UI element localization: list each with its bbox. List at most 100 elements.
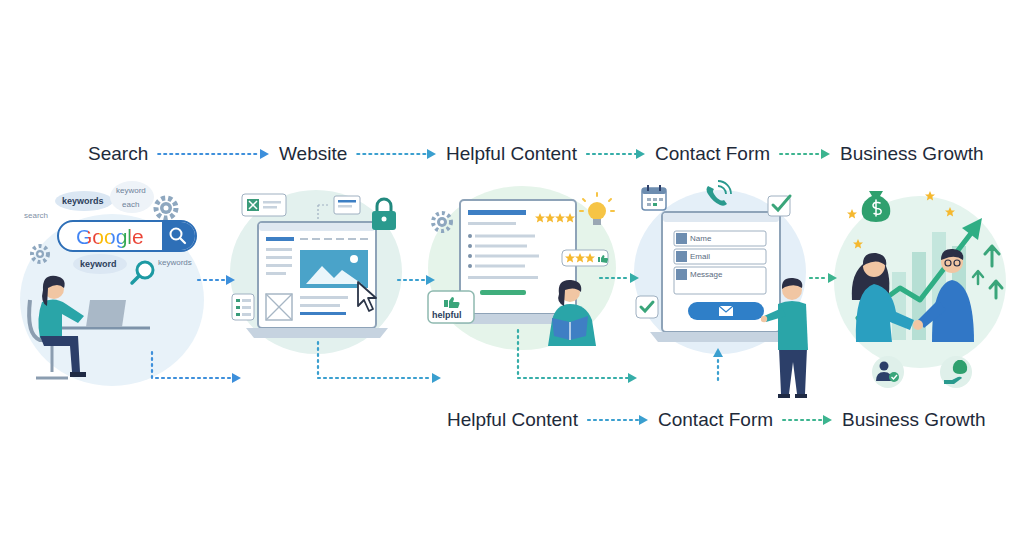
content-scene-part: [475, 235, 535, 238]
guide-heads-part: [713, 348, 723, 357]
content-scene-part: [468, 234, 472, 238]
picture-label: Message: [690, 270, 722, 279]
flow-step: Business Growth: [838, 407, 990, 433]
form-scene-part: [773, 196, 790, 210]
form-scene-part: [676, 269, 687, 280]
search-scene-part: [73, 254, 127, 274]
content-scene-part: [440, 220, 444, 224]
flow-step: Website: [275, 141, 351, 167]
content-scene-part: [428, 291, 474, 323]
content-scene-part: [428, 186, 616, 350]
form-scene-part: [718, 181, 731, 194]
content-scene-part: [437, 217, 447, 227]
website-scene-part: [338, 200, 356, 203]
arrow-head: [823, 415, 832, 425]
growth-scene-part: [954, 260, 960, 266]
content-scene-part: [433, 213, 451, 231]
search-scene-part: [70, 372, 86, 377]
content-scene-part: [475, 265, 525, 268]
content-scene-part: [468, 244, 472, 248]
form-scene-part: [650, 332, 792, 342]
step-label: Website: [279, 143, 347, 165]
website-scene-part: [246, 328, 388, 338]
logo-word: Google: [76, 225, 144, 249]
search-scene-part: [58, 221, 196, 251]
search-scene-part: [51, 342, 54, 372]
website-scene-part: [230, 190, 402, 354]
arrow-head: [639, 415, 648, 425]
form-scene: [634, 181, 808, 398]
content-scene-part: [475, 255, 539, 258]
content-scene-part: [468, 222, 516, 225]
website-scene-part: [242, 194, 286, 216]
search-scene-part: [36, 377, 68, 380]
website-scene-part: [300, 238, 368, 240]
form-scene-part: [719, 306, 733, 312]
picture-label: keywords: [62, 196, 104, 206]
search-scene-part: [86, 300, 126, 327]
content-scene-part: [468, 210, 526, 215]
form-scene-part: [659, 198, 663, 201]
growth-scene-part: [853, 239, 863, 249]
growth-scene-part: [945, 260, 951, 266]
website-scene-part: [236, 313, 240, 316]
flow-arrow: [158, 149, 269, 159]
website-scene-part: [263, 206, 277, 209]
content-scene-part: [575, 253, 585, 263]
form-scene-part: [641, 302, 653, 311]
website-scene-part: [242, 299, 251, 302]
website-scene: [230, 190, 402, 354]
form-scene-part: [662, 212, 780, 332]
form-scene-part: [761, 316, 767, 322]
flow-step: Contact Form: [651, 141, 774, 167]
form-scene-part: [764, 308, 786, 322]
growth-scene-part: [834, 196, 1006, 368]
form-scene-part: [653, 198, 657, 201]
website-scene-part: [266, 237, 294, 241]
picture-label: search: [24, 211, 48, 220]
picture-label: keywords: [158, 258, 192, 267]
arrow-head: [260, 149, 269, 159]
picture-label: keyword: [116, 186, 146, 195]
website-scene-part: [242, 313, 251, 316]
website-scene-part: [377, 199, 391, 212]
content-scene-part: [475, 245, 527, 248]
flow-arrow: [357, 149, 436, 159]
growth-scene-part: [856, 284, 914, 342]
guide-heads: [226, 273, 837, 383]
step-label: Helpful Content: [447, 409, 578, 431]
growth-scene-part: [973, 271, 983, 284]
flow-step: Helpful Content: [443, 407, 582, 433]
search-scene-part: [20, 214, 204, 386]
search-scene-part: [180, 238, 185, 243]
website-scene-part: [236, 306, 240, 309]
growth-scene-part: [940, 356, 972, 388]
form-scene-part: [688, 302, 764, 320]
website-scene-part: [266, 294, 292, 320]
guide-heads-part: [628, 373, 637, 383]
form-scene-part: [779, 348, 807, 394]
flow-guides-part: [398, 279, 426, 281]
website-scene-part: [266, 294, 292, 320]
flow-guides-part: [810, 277, 828, 279]
flow-guides-part: [600, 277, 630, 279]
growth-scene-part: [872, 356, 904, 388]
growth-scene-part: [985, 246, 999, 266]
flow-arrow: [588, 415, 648, 425]
content-scene-part: [468, 276, 538, 279]
growth-scene-part: [945, 207, 955, 217]
flow-step: Search: [84, 141, 152, 167]
content-scene-part: [569, 322, 570, 340]
growth-scene-part: [941, 249, 963, 260]
form-scene-part: [778, 394, 807, 398]
guide-heads-part: [828, 273, 837, 283]
website-scene-part: [300, 304, 340, 307]
content-scene: [428, 186, 616, 350]
dotted-line: [587, 153, 636, 155]
content-scene-part: [444, 297, 460, 308]
content-scene-part: [480, 290, 526, 295]
form-scene-part: [674, 231, 766, 246]
growth-scene-part: [913, 320, 923, 330]
picture-label: helpful: [432, 310, 462, 320]
dotted-line: [780, 153, 821, 155]
